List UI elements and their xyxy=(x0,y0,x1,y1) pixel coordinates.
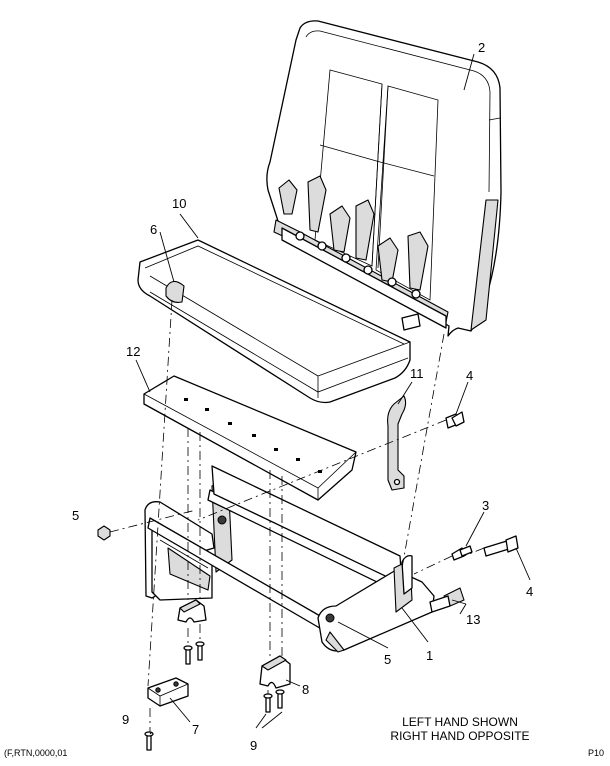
hex-bolt-icon xyxy=(144,411,519,751)
callout-5-left: 5 xyxy=(72,508,79,523)
orientation-note: LEFT HAND SHOWN RIGHT HAND OPPOSITE xyxy=(355,715,565,743)
callout-12: 12 xyxy=(126,344,140,359)
callout-9-bottom: 9 xyxy=(250,738,257,753)
seat-cushion xyxy=(137,239,411,404)
callout-10: 10 xyxy=(172,196,186,211)
callout-3: 3 xyxy=(482,498,489,513)
callout-5-right: 5 xyxy=(384,652,391,667)
seat-back-assembly xyxy=(266,20,502,337)
callout-9-left: 9 xyxy=(122,712,129,727)
callout-2: 2 xyxy=(478,40,485,55)
callout-labels: 2 10 6 12 11 4 5 3 4 13 1 5 8 7 9 9 xyxy=(72,40,533,753)
clamp-plate xyxy=(147,677,189,707)
callout-6: 6 xyxy=(150,222,157,237)
seat-pan xyxy=(143,375,357,501)
callout-8: 8 xyxy=(302,682,309,697)
strap-bracket xyxy=(387,395,407,491)
leader-lines xyxy=(135,53,531,735)
seat-frame xyxy=(144,465,435,653)
bracket-13 xyxy=(429,587,465,613)
seat-belt-buckles xyxy=(278,175,429,331)
callout-11: 11 xyxy=(410,366,424,381)
alignment-lines xyxy=(109,299,485,732)
note-line-1: LEFT HAND SHOWN xyxy=(402,715,518,729)
support-block-right xyxy=(259,655,291,689)
support-block-left xyxy=(177,599,207,623)
callout-7: 7 xyxy=(192,722,199,737)
callout-4-lower: 4 xyxy=(526,584,533,599)
note-line-2: RIGHT HAND OPPOSITE xyxy=(390,729,530,743)
footer-page: P10 xyxy=(587,748,604,758)
callout-4-upper: 4 xyxy=(466,368,473,383)
callout-13: 13 xyxy=(466,612,480,627)
hex-nut-icon xyxy=(97,525,111,541)
footer-code: (F,RTN,0000,01 xyxy=(4,748,68,758)
callout-1: 1 xyxy=(426,648,433,663)
